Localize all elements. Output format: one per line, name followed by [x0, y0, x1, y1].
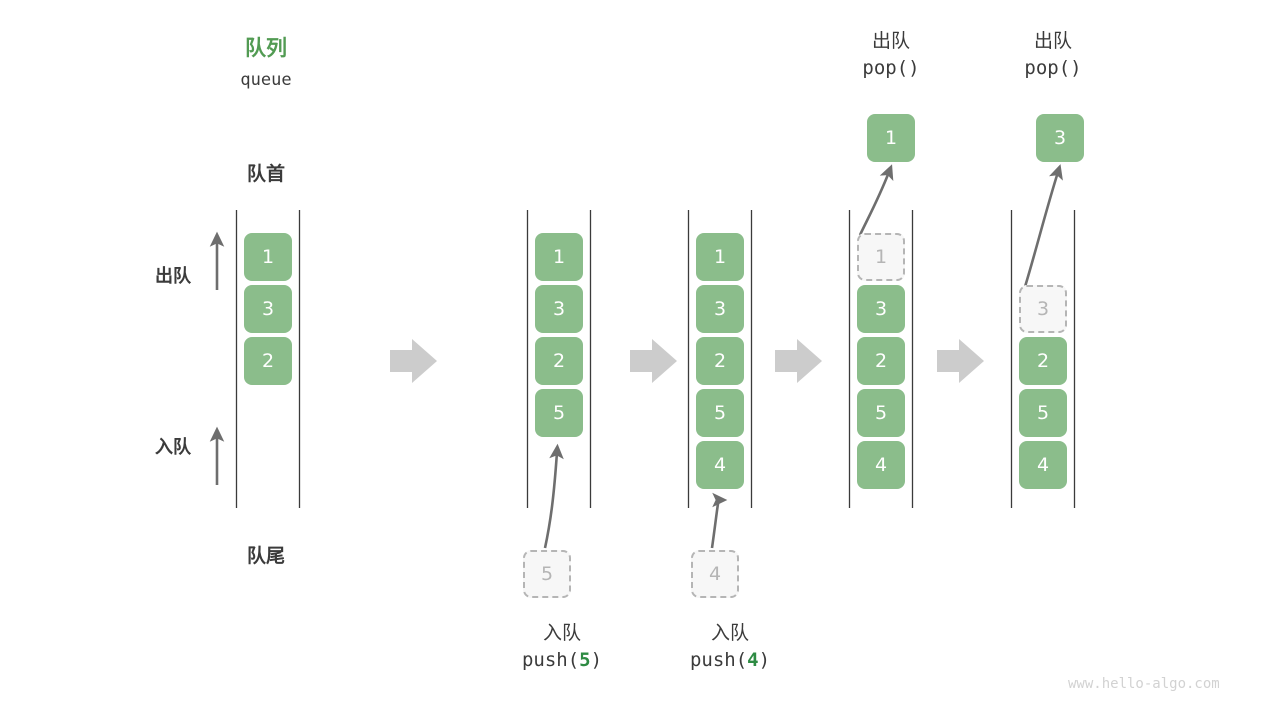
- push-code-num: 4: [747, 649, 759, 671]
- pop-arrow-3: [1022, 164, 1063, 291]
- queue-cell: 4: [1019, 441, 1067, 489]
- queue-cell-new: 5: [535, 389, 583, 437]
- queue-cell: 2: [857, 337, 905, 385]
- pop-caption-cn: 出队: [871, 30, 910, 52]
- popped-value-box: 1: [867, 114, 915, 162]
- queue-cell: 1: [696, 233, 744, 281]
- queue-tail-label: 队尾: [246, 545, 285, 567]
- queue-cell: 4: [857, 441, 905, 489]
- watermark: www.hello-algo.com: [1068, 676, 1220, 692]
- incoming-value-box: 4: [691, 550, 739, 598]
- enqueue-label: 入队: [155, 437, 191, 458]
- queue-cell-removed: 3: [1019, 285, 1067, 333]
- pop-caption-code: pop(): [862, 57, 920, 79]
- incoming-value-box: 5: [523, 550, 571, 598]
- push-caption-5: 入队 push(5): [477, 620, 647, 674]
- queue-cell: 3: [857, 285, 905, 333]
- queue-cell: 1: [535, 233, 583, 281]
- push-code-post: ): [590, 649, 603, 671]
- pop-caption-3: 出队 pop(): [970, 28, 1136, 82]
- queue-cell-removed: 1: [857, 233, 905, 281]
- push-arrow-5: [543, 443, 564, 549]
- step-separator-arrow-1: [390, 339, 437, 383]
- queue-cell: 5: [696, 389, 744, 437]
- queue-cell: 3: [244, 285, 292, 333]
- queue-cell: 2: [244, 337, 292, 385]
- diagram-title-cn: 队列: [245, 36, 287, 60]
- push-caption-code: push(4): [645, 646, 815, 674]
- queue-cell: 1: [244, 233, 292, 281]
- pop-caption-code: pop(): [1024, 57, 1082, 79]
- step-separator-arrow-3: [775, 339, 822, 383]
- queue-cell: 5: [1019, 389, 1067, 437]
- pop-caption-1: 出队 pop(): [808, 28, 974, 82]
- push-code-num: 5: [579, 649, 591, 671]
- push-caption-cn: 入队: [542, 622, 581, 644]
- queue-cell: 2: [535, 337, 583, 385]
- pop-arrow-1: [858, 164, 894, 236]
- push-code-pre: push(: [689, 649, 748, 671]
- queue-cell: 3: [535, 285, 583, 333]
- push-code-pre: push(: [521, 649, 580, 671]
- push-caption-cn: 入队: [710, 622, 749, 644]
- queue-cell-new: 4: [696, 441, 744, 489]
- pop-caption-cn: 出队: [1033, 30, 1072, 52]
- step-separator-arrow-2: [630, 339, 677, 383]
- diagram-title-en: queue: [240, 70, 292, 90]
- queue-head-label: 队首: [246, 163, 285, 185]
- queue-cell: 2: [696, 337, 744, 385]
- push-caption-4: 入队 push(4): [645, 620, 815, 674]
- step-separator-arrow-4: [937, 339, 984, 383]
- push-arrow-4: [710, 492, 728, 549]
- queue-cell: 5: [857, 389, 905, 437]
- push-caption-code: push(5): [477, 646, 647, 674]
- popped-value-box: 3: [1036, 114, 1084, 162]
- queue-cell: 3: [696, 285, 744, 333]
- dequeue-label: 出队: [155, 266, 191, 287]
- queue-cell: 2: [1019, 337, 1067, 385]
- push-code-post: ): [758, 649, 771, 671]
